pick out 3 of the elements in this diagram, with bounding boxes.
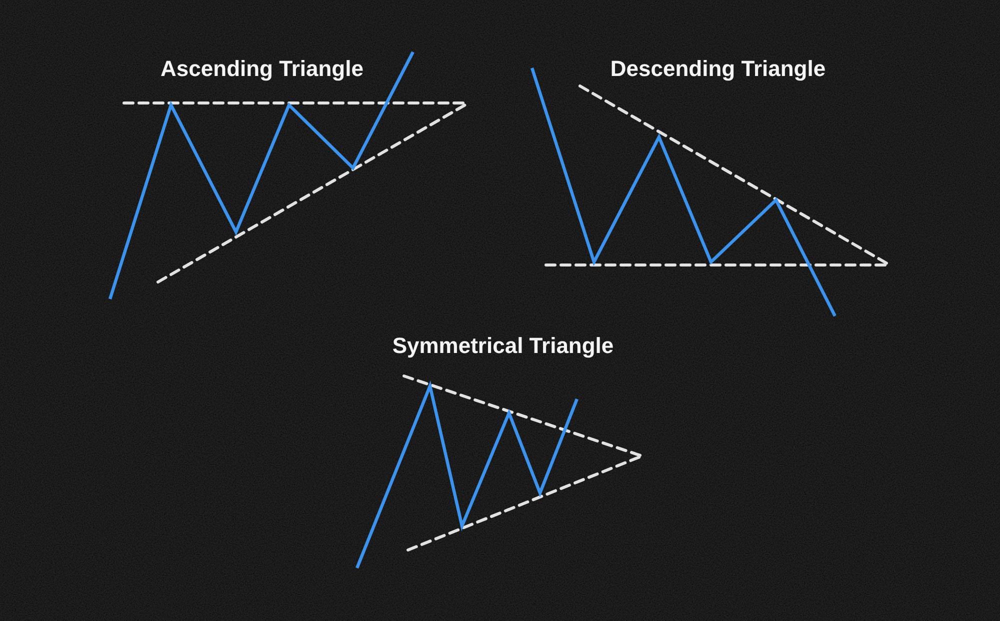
pattern-title: Ascending Triangle — [160, 56, 364, 82]
pattern-title: Symmetrical Triangle — [392, 333, 614, 359]
pattern-title: Descending Triangle — [610, 56, 826, 82]
